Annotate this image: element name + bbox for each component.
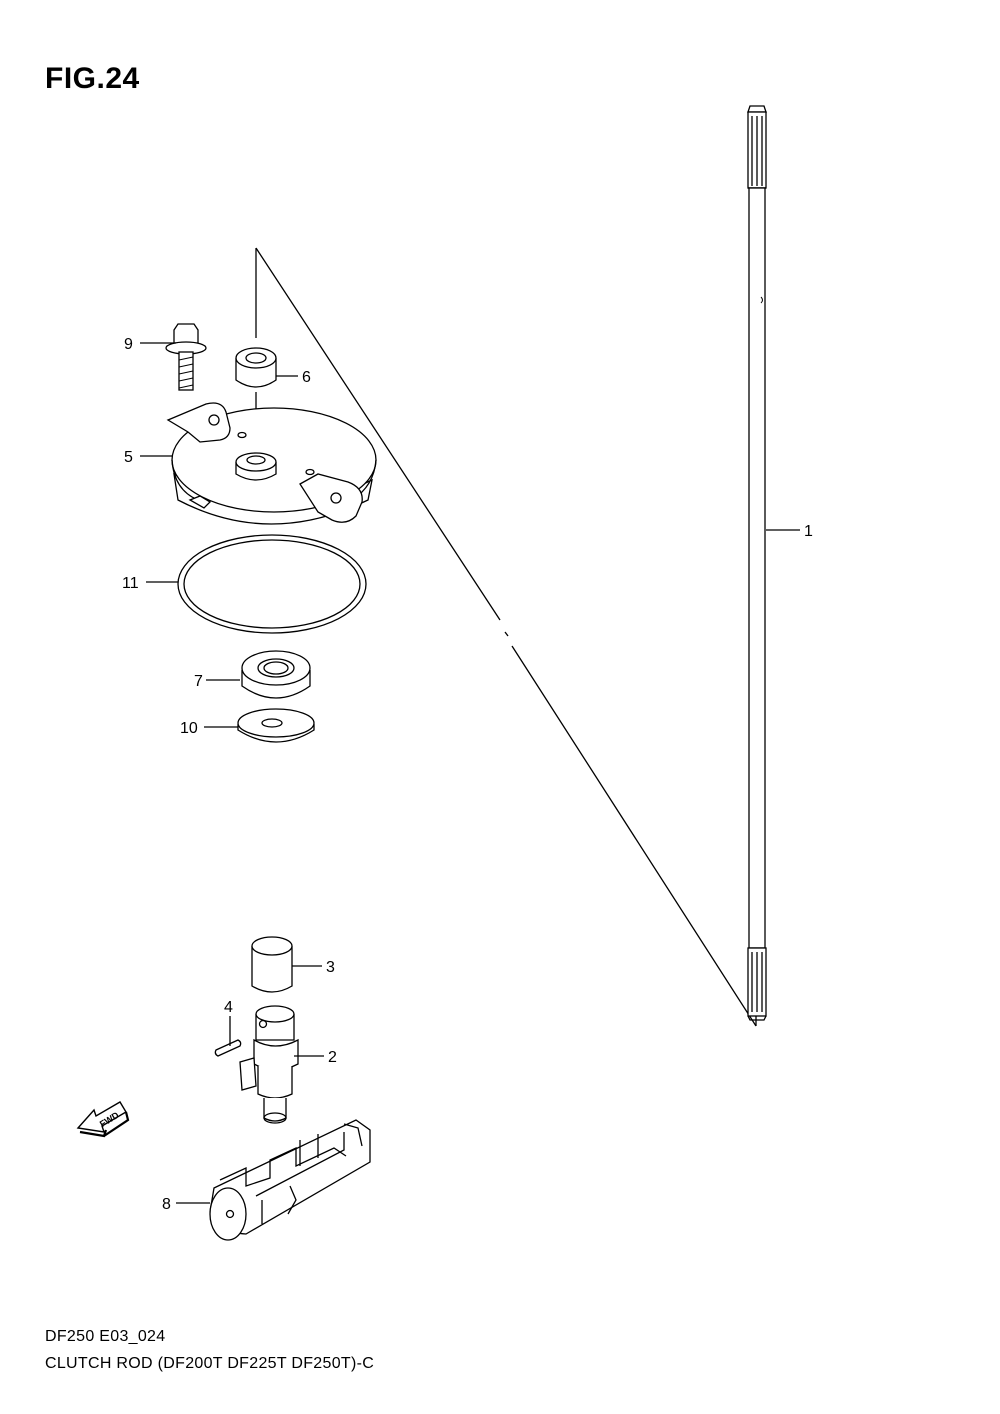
figure-title: FIG.24: [45, 62, 140, 95]
bearing-part: [241, 650, 311, 699]
callout-2: 2: [328, 1049, 337, 1066]
callout-8: 8: [162, 1196, 171, 1213]
assembly-guide-line: [255, 247, 757, 1027]
bolt-part: [165, 323, 207, 391]
callout-7: 7: [194, 673, 203, 690]
clutch-rod-part: [747, 105, 767, 1021]
callout-6: 6: [302, 369, 311, 386]
pin-part: [214, 1039, 242, 1057]
rod-adapter-part: [239, 1005, 299, 1124]
callout-3: 3: [326, 959, 335, 976]
callout-9: 9: [124, 336, 133, 353]
callout-10: 10: [180, 720, 198, 737]
forward-arrow-icon: FWD: [76, 1101, 130, 1138]
leader-lines: [140, 342, 800, 1204]
callout-1: 1: [804, 523, 813, 540]
callout-11: 11: [122, 575, 139, 592]
callout-4: 4: [224, 999, 233, 1016]
footer-code: DF250 E03_024: [45, 1328, 166, 1345]
shift-fork-part: [209, 1119, 371, 1241]
washer-part: [237, 708, 315, 743]
o-ring-part: [177, 534, 367, 634]
bushing-part: [235, 347, 277, 388]
case-plate-part: [166, 402, 377, 525]
callout-5: 5: [124, 449, 133, 466]
footer-description: CLUTCH ROD (DF200T DF225T DF250T)-C: [45, 1355, 375, 1372]
sleeve-part: [251, 936, 293, 993]
